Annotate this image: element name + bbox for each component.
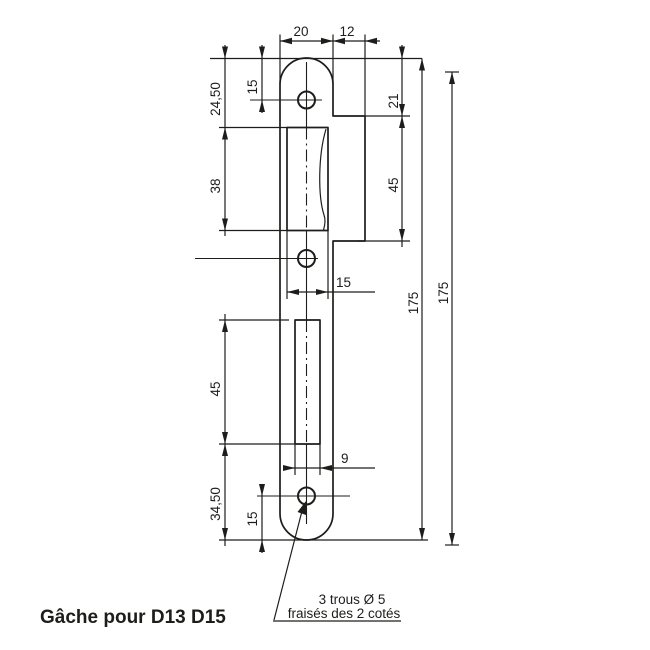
arrow [222, 218, 228, 231]
note-line2: fraisés des 2 cotés [288, 606, 401, 621]
arrow [280, 37, 292, 45]
arrow [283, 465, 295, 471]
arrow [365, 37, 377, 45]
leader-arrow [297, 501, 306, 515]
dim-overall-height-b: 175 [436, 282, 451, 305]
arrow [449, 72, 455, 84]
arrowheads-group [222, 37, 455, 552]
note-line1: 3 trous Ø 5 [319, 592, 386, 607]
upper-cutout [286, 126, 329, 232]
dim-bottom-section: 34,50 [208, 487, 223, 521]
extension-lines-group [210, 34, 428, 541]
arrow [399, 116, 405, 128]
arrow [321, 37, 333, 45]
dim-lower-cutout-width: 9 [341, 451, 349, 466]
arrow [222, 320, 228, 332]
arrow [222, 127, 228, 140]
drawing-title: Gâche pour D13 D15 [40, 607, 226, 628]
dim-upper-cutout-width: 15 [336, 275, 351, 290]
lower-cutout [294, 319, 321, 445]
dim-top-to-cutout: 24,50 [208, 82, 223, 116]
arrow [222, 528, 228, 540]
dim-lower-cutout-height: 45 [208, 381, 223, 396]
dim-top-hole-offset: 15 [245, 79, 260, 94]
dim-top-width: 20 [293, 24, 308, 39]
leader-group: 3 trous Ø 5 fraisés des 2 cotés [273, 501, 401, 622]
dim-upper-cutout-height: 38 [208, 178, 223, 193]
dim-overall-height-a: 175 [406, 292, 421, 315]
arrow [222, 444, 228, 456]
dimension-lines-group [224, 40, 459, 553]
arrow [316, 289, 328, 295]
dimension-labels-group: 20 12 15 24,50 38 15 21 45 45 9 34,50 15… [208, 24, 451, 527]
arrow [287, 289, 299, 295]
leader-line [273, 510, 303, 621]
centerlines-group [195, 62, 350, 524]
arrow [259, 46, 265, 59]
arrow [259, 484, 265, 496]
arrow [419, 528, 425, 540]
arrow [399, 46, 405, 59]
arrow [259, 100, 265, 112]
dim-flange-top-offset: 21 [386, 93, 401, 108]
arrow [419, 58, 425, 71]
arrow [222, 46, 228, 59]
latch-curve [319, 128, 327, 231]
arrow [399, 229, 405, 241]
arrow [449, 533, 455, 545]
arrow [333, 37, 345, 45]
dim-flange-height: 45 [386, 177, 401, 192]
arrow [222, 432, 228, 444]
dim-flange-width: 12 [339, 24, 354, 39]
dim-bottom-hole-offset: 15 [245, 511, 260, 526]
arrow [399, 104, 405, 116]
arrow [320, 465, 332, 471]
arrow [259, 540, 265, 552]
